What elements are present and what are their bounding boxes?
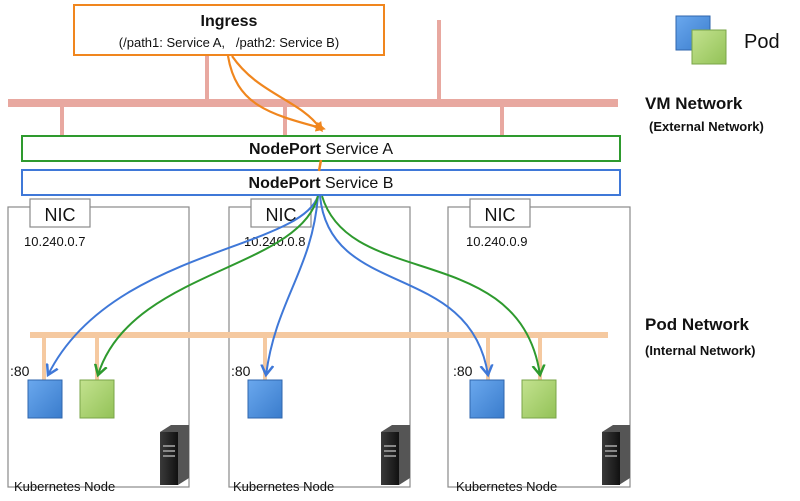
server-icon: [602, 425, 630, 485]
vm-network: [8, 20, 618, 137]
pod-network-drop: [538, 338, 542, 380]
nic-label: NIC: [266, 205, 297, 225]
pod-blue-icon: [247, 379, 283, 419]
server-icon: [160, 425, 189, 485]
ingress-flow: [226, 55, 326, 172]
route-arrow: [98, 195, 319, 375]
node-2: NIC 10.240.0.8 Kubernetes Node: [228, 198, 411, 494]
nic-label: NIC: [485, 205, 516, 225]
pod-network-drop: [263, 338, 267, 380]
pod-green-icon: [79, 379, 115, 419]
pod-network-label: Pod Network: [645, 315, 749, 334]
node-label: Kubernetes Node: [233, 479, 334, 494]
vm-network-label: VM Network: [645, 94, 743, 113]
route-arrow: [319, 195, 488, 375]
ingress-route-link: [317, 159, 323, 172]
service-a-routes: [98, 195, 540, 375]
node-ip: 10.240.0.8: [244, 234, 305, 249]
node-label: Kubernetes Node: [14, 479, 115, 494]
service-a-box: [21, 135, 621, 162]
pod-blue-icon: [27, 379, 63, 419]
vm-network-drop: [437, 20, 441, 105]
vm-network-drop: [283, 107, 287, 137]
pod-network-drop: [95, 338, 99, 380]
pod-network-drop: [42, 338, 46, 380]
vm-network-sublabel: (External Network): [649, 119, 764, 134]
service-a-label: NodePort Service A: [249, 141, 393, 158]
node-box: [447, 206, 631, 488]
service-b-routes: [48, 195, 488, 375]
ingress-title: Ingress: [201, 13, 258, 30]
legend-pod-green-icon: [691, 29, 727, 65]
route-arrow: [48, 195, 319, 375]
node-box: [7, 206, 190, 488]
pod-network-bar: [30, 332, 608, 338]
service-b-label: NodePort Service B: [249, 175, 394, 192]
vm-network-bar: [8, 99, 618, 107]
legend: Pod: [675, 15, 780, 65]
pods: :80 :80 :80: [10, 363, 557, 419]
pod-network: [30, 332, 608, 380]
vm-network-drop: [60, 107, 64, 137]
nic-box: [29, 198, 91, 228]
route-arrow: [266, 195, 319, 375]
pod-port-label: :80: [10, 363, 30, 379]
ingress: Ingress (/path1: Service A, /path2: Serv…: [73, 4, 385, 56]
pod-port-label: :80: [231, 363, 251, 379]
node-label: Kubernetes Node: [456, 479, 557, 494]
node-box: [228, 206, 411, 488]
node-1: NIC 10.240.0.7 Kubernetes Node: [7, 198, 190, 494]
node-ip: 10.240.0.7: [24, 234, 85, 249]
pod-network-sublabel: (Internal Network): [645, 343, 756, 358]
service-a-bar: NodePort Service A: [21, 135, 621, 162]
pod-network-title: Pod Network (Internal Network): [645, 315, 756, 358]
ingress-route-arrow: [226, 55, 326, 132]
server-icon: [381, 425, 410, 485]
service-b-box: [21, 169, 621, 196]
pod-green-icon: [521, 379, 557, 419]
node-3: NIC 10.240.0.9 Kubernetes Node: [447, 198, 631, 494]
node-ip: 10.240.0.9: [466, 234, 527, 249]
nic-box: [469, 198, 531, 228]
vm-network-drop: [500, 107, 504, 137]
ingress-box: [73, 4, 385, 56]
pod-blue-icon: [469, 379, 505, 419]
route-arrow: [321, 195, 540, 375]
ingress-paths: (/path1: Service A, /path2: Service B): [119, 35, 339, 50]
vm-network-title: VM Network (External Network): [645, 94, 764, 134]
pod-network-drop: [486, 338, 490, 380]
ingress-route-arrow: [231, 55, 323, 133]
legend-pod-label: Pod: [744, 31, 780, 53]
vm-network-drop: [205, 55, 209, 105]
service-b-bar: NodePort Service B: [21, 169, 621, 196]
pod-port-label: :80: [453, 363, 473, 379]
nic-label: NIC: [45, 205, 76, 225]
